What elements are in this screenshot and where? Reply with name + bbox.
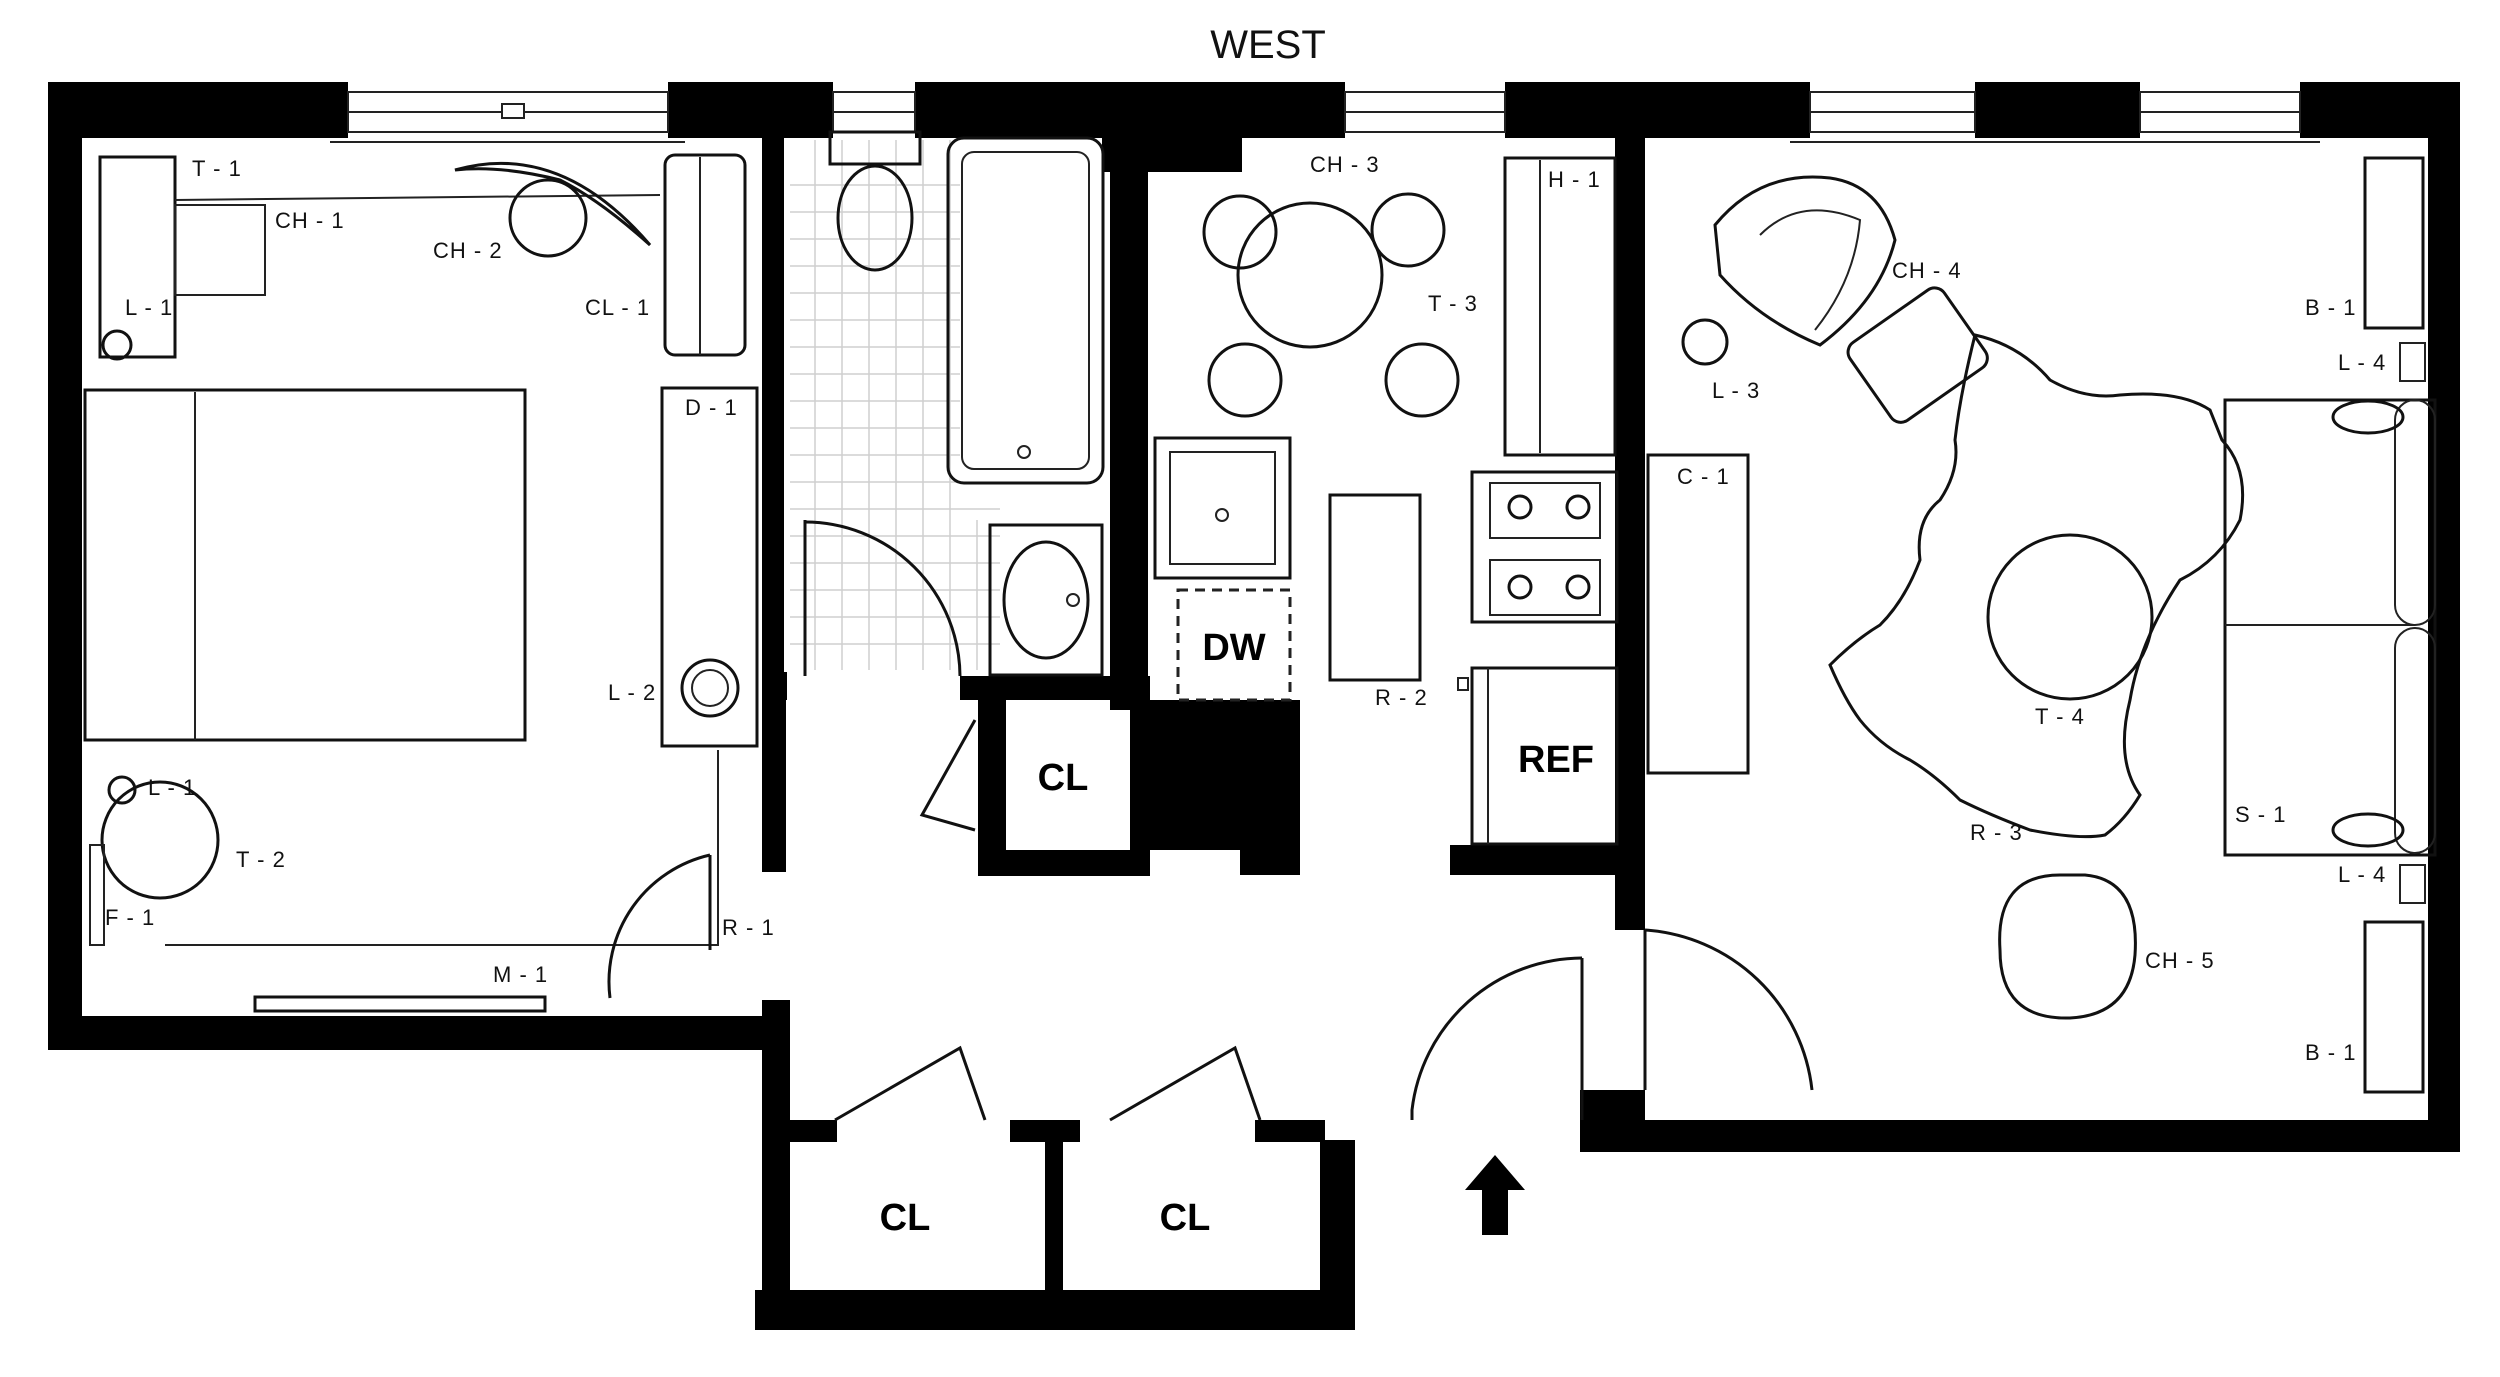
chair-ch3 <box>1202 194 1278 270</box>
dishwasher <box>1176 588 1292 702</box>
toilet <box>836 164 914 272</box>
label-c1: C - 1 <box>1677 464 1730 489</box>
bathroom <box>790 130 1105 677</box>
label-ch1: CH - 1 <box>275 208 345 233</box>
dresser <box>98 155 177 359</box>
label-t4: T - 4 <box>2035 704 2085 729</box>
bathtub <box>946 136 1105 485</box>
living-room <box>1643 156 2437 1094</box>
armchair-ch4 <box>1713 175 1897 347</box>
label-r3: R - 3 <box>1970 820 2023 845</box>
table-t3 <box>1236 201 1384 349</box>
label-t3: T - 3 <box>1428 291 1478 316</box>
rug-r1 <box>165 750 719 946</box>
sofa-s1 <box>2223 398 2437 857</box>
label-ch2: CH - 2 <box>433 238 503 263</box>
hutch-h1 <box>1503 156 1617 457</box>
label-h1: H - 1 <box>1548 167 1601 192</box>
bed <box>83 388 527 742</box>
table-t2 <box>100 780 220 900</box>
dishwasher-label: DW <box>1202 627 1265 669</box>
label-b1-bottom: B - 1 <box>2305 1040 2356 1065</box>
label-ch5: CH - 5 <box>2145 948 2215 973</box>
kitchen-sink <box>1153 436 1292 580</box>
fireplace-f1 <box>89 844 105 946</box>
rug-r3 <box>1828 333 2245 839</box>
armchair-ch5 <box>1998 873 2137 1020</box>
label-m1: M - 1 <box>493 962 548 987</box>
bookcase-b1-top <box>2363 156 2425 330</box>
closet-kitchen-label: CL <box>1038 757 1089 799</box>
lamp-l3 <box>1681 318 1729 366</box>
desk-d1 <box>660 386 759 748</box>
refrigerator-label: REF <box>1518 739 1594 781</box>
windows <box>330 91 2320 143</box>
label-l2: L - 2 <box>608 680 656 705</box>
label-r2: R - 2 <box>1375 685 1428 710</box>
closet-hall-right-label: CL <box>1160 1197 1211 1239</box>
stove <box>1470 470 1619 624</box>
lamp-l2 <box>680 658 740 718</box>
label-ch3: CH - 3 <box>1310 152 1380 177</box>
chair <box>1370 192 1446 268</box>
compass-label: WEST <box>1210 23 1326 67</box>
label-ch4: CH - 4 <box>1892 258 1962 283</box>
chair <box>1384 342 1460 418</box>
label-s1: S - 1 <box>2235 802 2286 827</box>
bedroom <box>83 153 759 1013</box>
rug-r2 <box>1328 493 1422 682</box>
chair <box>1207 342 1283 418</box>
toilet-tank <box>828 130 922 166</box>
bookcase-b1-bottom <box>2363 920 2425 1094</box>
mirror-m1 <box>253 995 547 1013</box>
lamp-l1-top <box>101 329 133 361</box>
label-f1: F - 1 <box>105 905 155 930</box>
label-l4-top: L - 4 <box>2338 350 2386 375</box>
bath-sink <box>988 523 1104 677</box>
lamp-l4-bottom <box>2331 812 2405 848</box>
label-l1-bottom: L - 1 <box>148 775 196 800</box>
chair-ch2 <box>508 178 588 258</box>
label-t1: T - 1 <box>192 156 242 181</box>
label-cl1: CL - 1 <box>585 295 650 320</box>
ottoman <box>1846 286 1989 424</box>
label-t2: T - 2 <box>236 847 286 872</box>
kitchen: DW REF CL <box>919 156 1619 846</box>
refrigerator <box>1470 666 1619 846</box>
walls <box>48 82 2460 1330</box>
label-l4-bottom: L - 4 <box>2338 862 2386 887</box>
label-l3: L - 3 <box>1712 378 1760 403</box>
chair-ch1 <box>174 204 266 296</box>
lamp-l1-bottom <box>107 775 137 805</box>
closet-cl1 <box>663 153 747 357</box>
label-l1-top: L - 1 <box>125 295 173 320</box>
table-t4 <box>1986 533 2154 701</box>
console-c1 <box>1646 453 1750 775</box>
furniture-labels: T - 1 CH - 1 CH - 2 CL - 1 L - 1 D - 1 L… <box>105 152 2386 1065</box>
lamp-l4-top <box>2331 399 2405 435</box>
label-d1: D - 1 <box>685 395 738 420</box>
label-r1: R - 1 <box>722 915 775 940</box>
entry-hall: CL CL <box>834 956 1584 1239</box>
entry-arrow-icon <box>1465 1155 1525 1235</box>
label-b1-top: B - 1 <box>2305 295 2356 320</box>
closet-hall-left-label: CL <box>880 1197 931 1239</box>
